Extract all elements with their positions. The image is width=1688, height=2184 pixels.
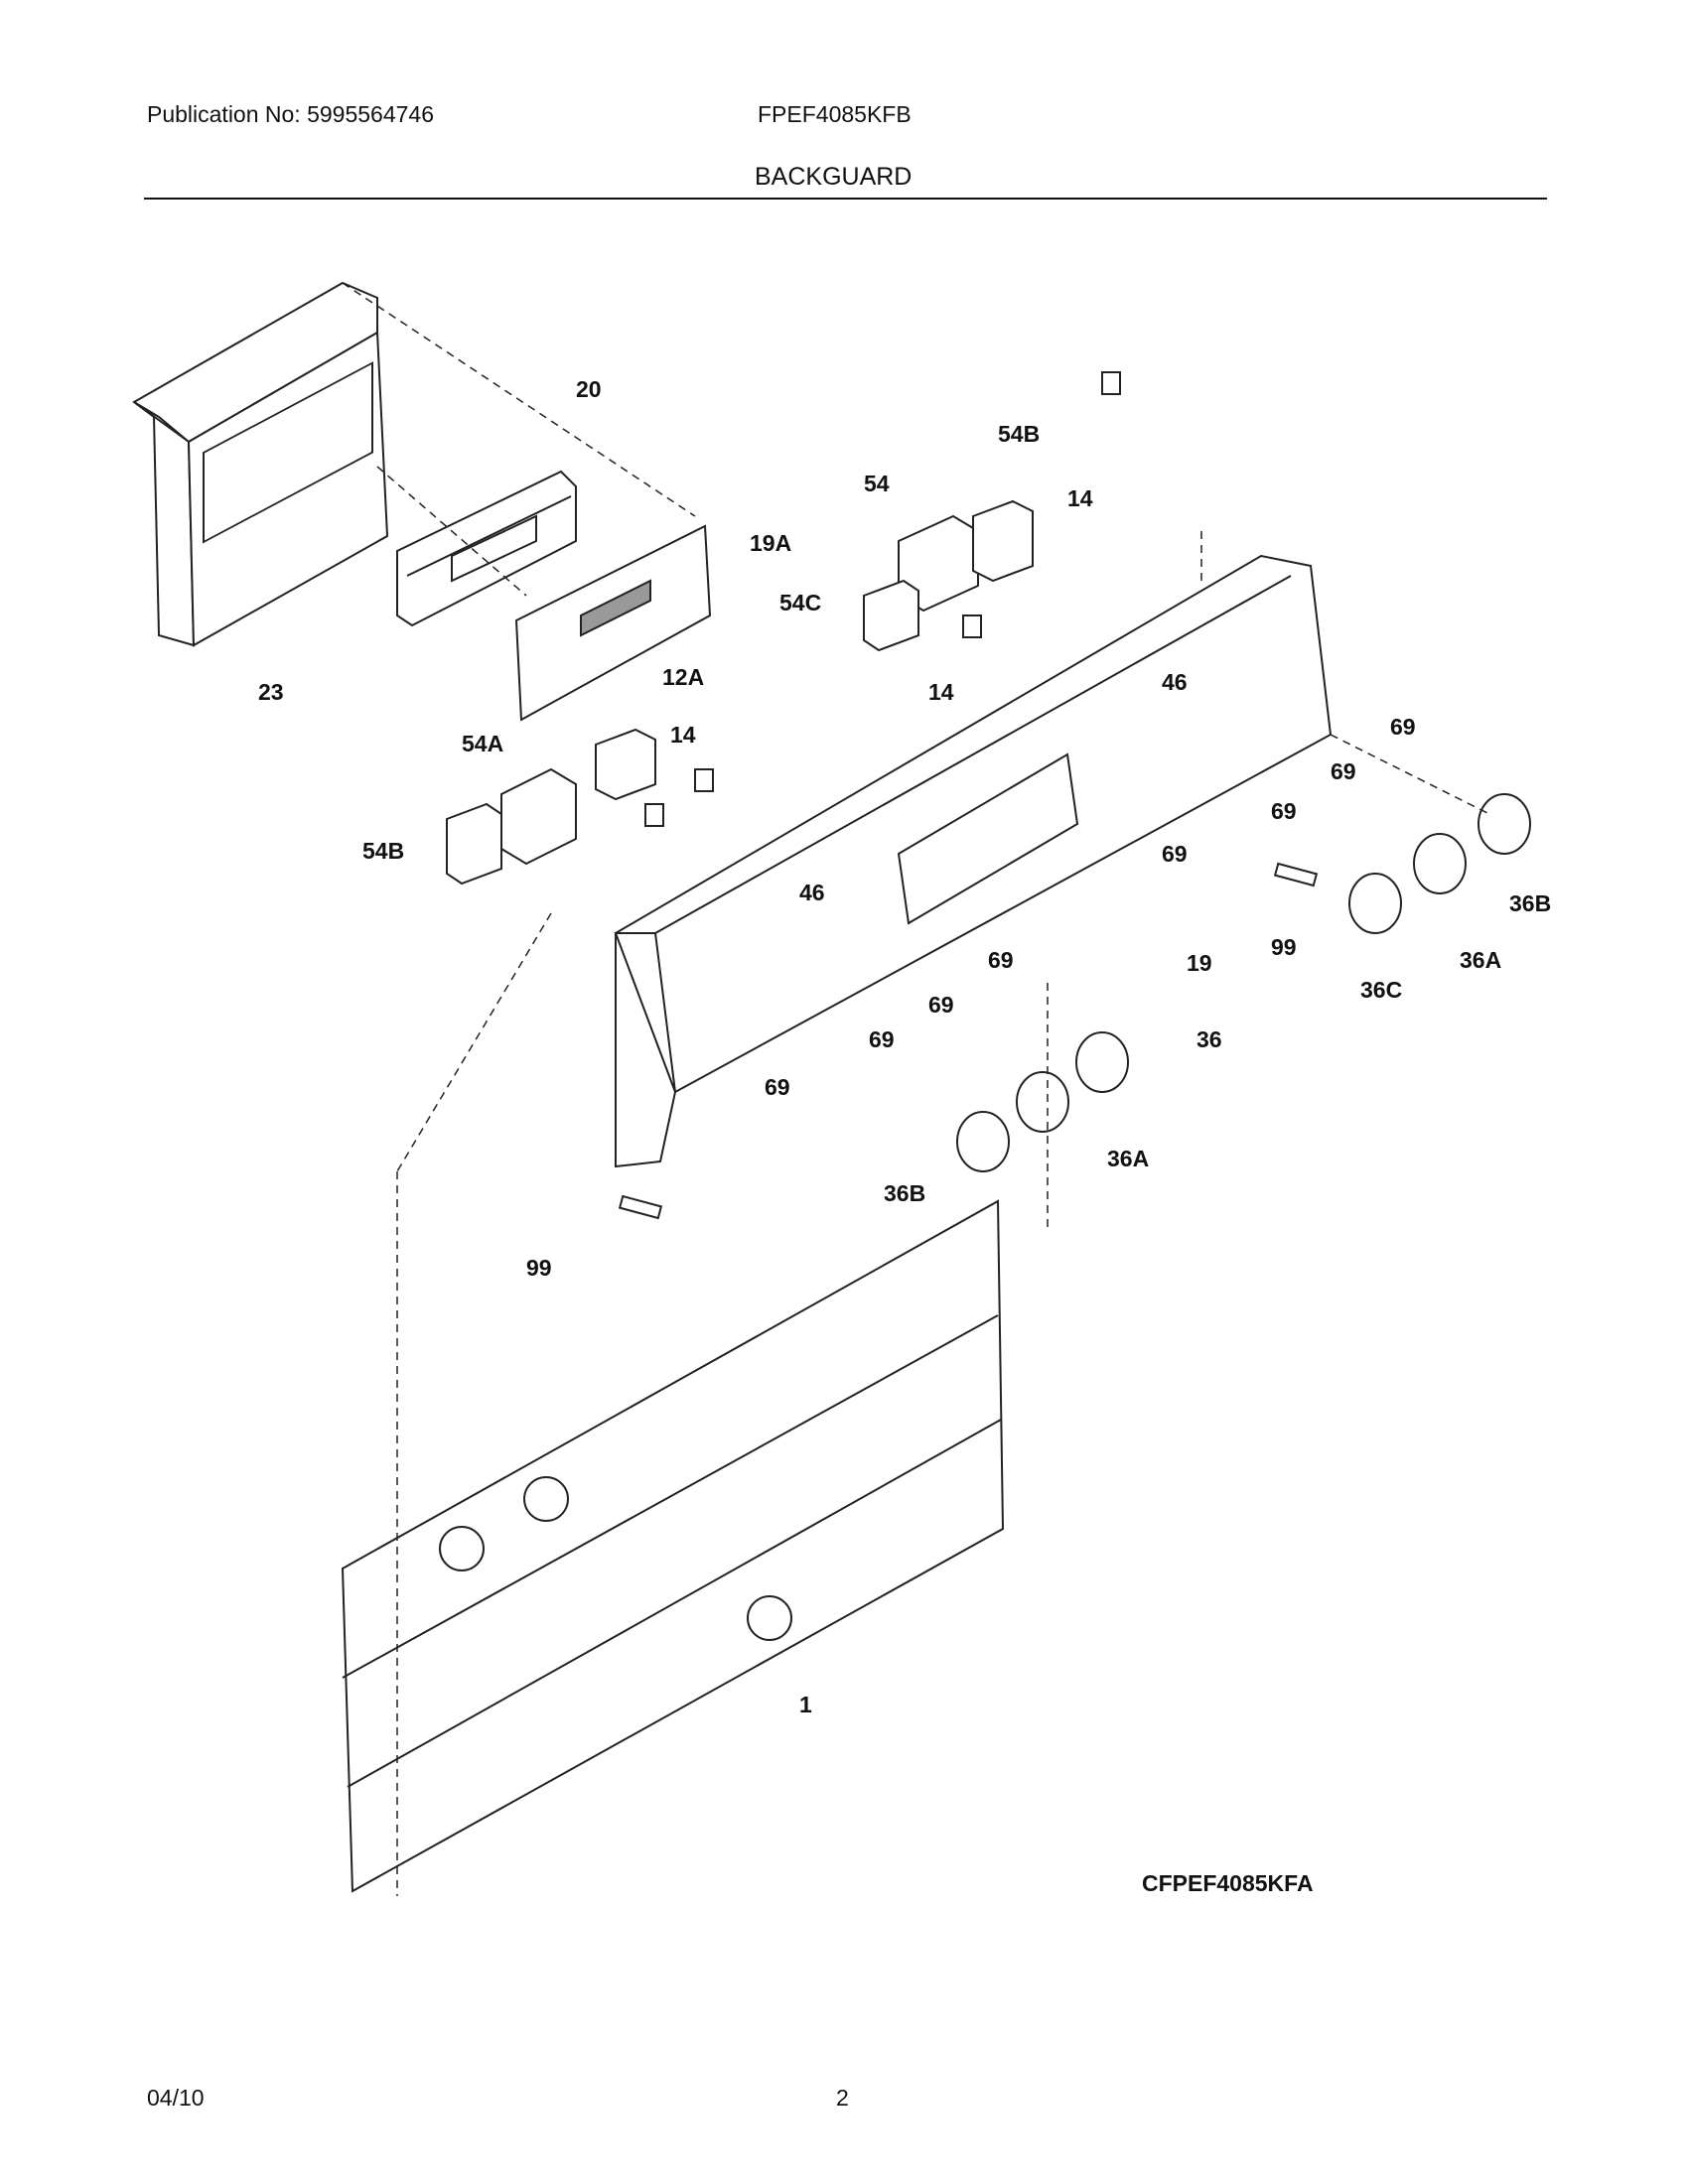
knobs (956, 793, 1531, 1172)
callout: 36C (1360, 977, 1402, 1003)
callout: 54 (864, 471, 890, 496)
callout: 54B (362, 838, 404, 864)
callout: 46 (799, 880, 825, 905)
callout: 19A (750, 530, 791, 556)
header-rule (144, 198, 1547, 200)
upper-switch-cluster (863, 371, 1121, 652)
callout: 69 (1390, 714, 1416, 740)
callout: 12A (662, 664, 704, 690)
callout: 36 (1196, 1026, 1222, 1052)
callout: 69 (988, 947, 1014, 973)
callout: 36B (1509, 890, 1551, 916)
callout: 14 (670, 722, 696, 748)
callout: 19 (1187, 950, 1212, 976)
alignment-lines (342, 282, 1490, 1896)
callout: 54B (998, 421, 1040, 447)
callout: 36A (1460, 947, 1501, 973)
drawing-code: CFPEF4085KFA (1142, 1870, 1314, 1896)
callout: 69 (928, 992, 954, 1018)
callout: 99 (526, 1255, 552, 1281)
section-title: BACKGUARD (755, 163, 913, 191)
part-99-bracket-right (1273, 862, 1319, 887)
callout: 54C (779, 590, 821, 615)
callout: 36B (884, 1180, 925, 1206)
part-99-bracket-left (618, 1194, 663, 1220)
publication-number: Publication No: 5995564746 (147, 101, 435, 127)
page-number: 2 (836, 2085, 849, 2111)
callout: 69 (1271, 798, 1297, 824)
callout: 14 (1067, 485, 1093, 511)
callout: 69 (765, 1074, 790, 1100)
part-23-bracket (132, 281, 389, 647)
part-20-control-board (396, 470, 577, 627)
callout: 99 (1271, 934, 1297, 960)
left-switch-cluster (446, 728, 714, 886)
part-1-rear-panel (341, 1199, 1005, 1893)
footer-date: 04/10 (147, 2085, 205, 2111)
model-number: FPEF4085KFB (758, 101, 912, 127)
callout: 23 (258, 679, 284, 705)
callout: 1 (799, 1692, 812, 1717)
callout: 20 (576, 376, 602, 402)
callout: 46 (1162, 669, 1188, 695)
part-19a-overlay (514, 524, 712, 722)
part-19-backguard-panel (614, 554, 1333, 1168)
callout: 69 (1331, 758, 1356, 784)
callout: 69 (1162, 841, 1188, 867)
callout: 14 (928, 679, 954, 705)
callout: 54A (462, 731, 503, 756)
callout: 69 (869, 1026, 895, 1052)
callout: 36A (1107, 1146, 1149, 1171)
callout-labels: 20 19A 23 54B 54 14 54C 14 12A 14 54A 54… (258, 376, 1551, 1896)
